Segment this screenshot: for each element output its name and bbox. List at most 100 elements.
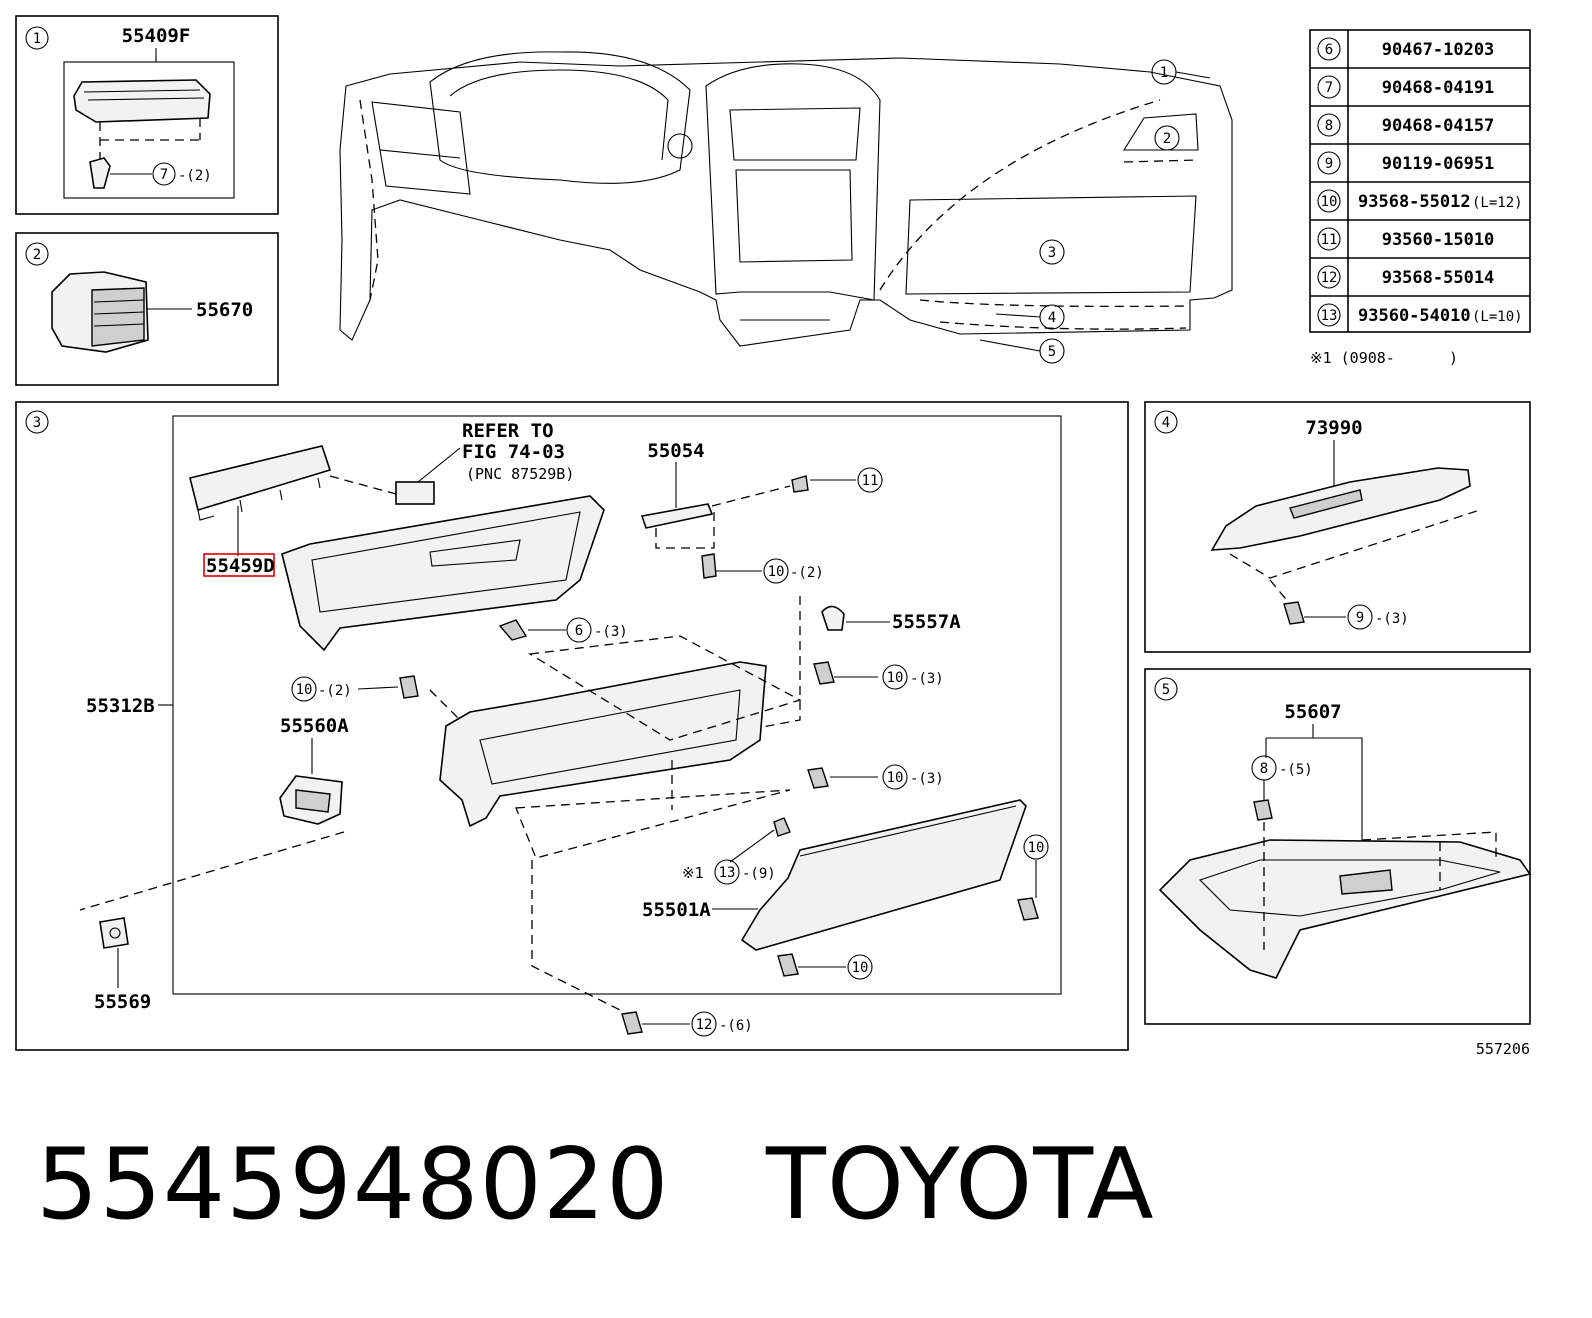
callout-9-qty: -(3)	[1375, 611, 1409, 627]
overview-callout-3: 3	[1048, 245, 1056, 261]
part-number-73990[interactable]: 73990	[1305, 417, 1362, 439]
part-number-55557a[interactable]: 55557A	[892, 611, 961, 633]
overview-callout-2: 2	[1163, 131, 1171, 147]
table-row-part[interactable]: 90119-06951	[1382, 154, 1495, 174]
overview-callout-1: 1	[1160, 65, 1168, 81]
panel-2-index: 2	[33, 247, 41, 263]
callout-10c-number: 10	[296, 682, 313, 698]
callout-6-qty: -(3)	[594, 624, 628, 640]
callout-12-qty: -(6)	[719, 1018, 753, 1034]
trim-image	[1210, 467, 1471, 551]
dashboard-overview: 1 2 3 4 5	[339, 51, 1233, 364]
clip-image	[89, 157, 111, 189]
table-row: 13 93560-54010 (L=10)	[1317, 303, 1523, 327]
table-row: 10 93568-55012 (L=12)	[1317, 189, 1523, 213]
glove-box-upper-image	[281, 495, 605, 652]
table-row-note: (L=12)	[1472, 195, 1523, 211]
label-sticker-image	[395, 481, 435, 505]
table-footnote: ※1 (0908- )	[1310, 349, 1458, 367]
callout-10d-number: 10	[887, 770, 904, 786]
table-row: 6 90467-10203	[1317, 37, 1495, 61]
clip-55569-image	[99, 917, 129, 949]
overview-callout-4: 4	[1048, 310, 1056, 326]
callout-10a-number: 10	[768, 564, 785, 580]
callout-10c-qty: -(2)	[318, 683, 352, 699]
refer-to-line-2: FIG 74-03	[462, 441, 565, 463]
callout-10e-number: 10	[1028, 840, 1045, 856]
table-row: 9 90119-06951	[1317, 151, 1495, 175]
under-cover-image	[1158, 839, 1532, 979]
clip-8-image	[1253, 799, 1273, 821]
part-number-55607[interactable]: 55607	[1284, 701, 1341, 723]
callout-13-prefix: ※1	[682, 864, 704, 882]
callout-11-number: 11	[862, 473, 879, 489]
callout-10d-qty: -(3)	[910, 771, 944, 787]
table-row-note: (L=10)	[1472, 309, 1523, 325]
table-row-part[interactable]: 93560-15010	[1382, 230, 1495, 250]
refer-to-line-1: REFER TO	[462, 420, 554, 442]
table-row-number: 6	[1325, 42, 1333, 58]
part-number-55560a[interactable]: 55560A	[280, 715, 349, 737]
table-row-number: 8	[1325, 118, 1333, 134]
callout-12-number: 12	[696, 1017, 713, 1033]
part-number-55670[interactable]: 55670	[196, 299, 253, 321]
table-row-part[interactable]: 90468-04157	[1382, 116, 1495, 136]
caption-brand: TOYOTA	[765, 1128, 1155, 1242]
callout-8-number: 8	[1260, 761, 1268, 777]
table-row-part[interactable]: 90468-04191	[1382, 78, 1495, 98]
table-row-part[interactable]: 93568-55012	[1358, 192, 1471, 212]
caption: 5545948020 TOYOTA	[36, 1130, 1155, 1240]
figure-number: 557206	[1476, 1040, 1530, 1058]
vent-cover-image	[73, 79, 211, 123]
panel-1: 1 55409F 7 -(2)	[15, 15, 279, 215]
table-row-part[interactable]: 90467-10203	[1382, 40, 1495, 60]
table-row-part[interactable]: 93560-54010	[1358, 306, 1471, 326]
part-number-55409f[interactable]: 55409F	[122, 25, 191, 47]
callout-8-qty: -(5)	[1279, 762, 1313, 778]
callout-13-qty: -(9)	[742, 866, 776, 882]
glove-box-frame-image	[439, 661, 767, 828]
overview-callout-5: 5	[1048, 344, 1056, 360]
callout-10f-number: 10	[852, 960, 869, 976]
table-row: 8 90468-04157	[1317, 113, 1495, 137]
callout-10b-qty: -(3)	[910, 671, 944, 687]
part-number-55569[interactable]: 55569	[94, 991, 151, 1013]
stopper-image	[821, 605, 845, 631]
refer-to-line-3: (PNC 87529B)	[466, 465, 574, 483]
panel-3-index: 3	[33, 415, 41, 431]
callout-9-number: 9	[1356, 610, 1364, 626]
rod-image	[640, 503, 714, 529]
table-row-number: 11	[1321, 232, 1338, 248]
fastener-table: 6 90467-10203 7 90468-04191 8 90468-0415…	[1309, 29, 1531, 367]
panel-5-index: 5	[1162, 682, 1170, 698]
caption-spacer	[670, 1128, 766, 1242]
part-number-55459d[interactable]: 55459D	[206, 555, 275, 577]
table-row-number: 10	[1321, 194, 1338, 210]
table-row: 11 93560-15010	[1317, 227, 1495, 251]
panel-5: 5 55607 8 -(5)	[1144, 668, 1532, 1025]
table-row: 12 93568-55014	[1317, 265, 1495, 289]
callout-7-qty: -(2)	[178, 168, 212, 184]
part-number-55501a[interactable]: 55501A	[642, 899, 711, 921]
strip-image	[189, 445, 332, 512]
panel-1-index: 1	[33, 31, 41, 47]
table-row-number: 7	[1325, 80, 1333, 96]
table-row-part[interactable]: 93568-55014	[1382, 268, 1495, 288]
caption-part-number: 5545948020	[36, 1128, 670, 1242]
table-row-number: 13	[1321, 308, 1338, 324]
callout-7-number: 7	[160, 167, 168, 183]
callout-6-number: 6	[575, 623, 583, 639]
panel-4-index: 4	[1162, 415, 1170, 431]
glove-box-door-image	[740, 799, 1027, 951]
panel-2: 2 55670	[15, 232, 279, 386]
callout-10b-number: 10	[887, 670, 904, 686]
callout-13-number: 13	[719, 865, 736, 881]
panel-3: 3 REFER TO FIG 74-03 (PNC 87529B) 55459D…	[15, 401, 1129, 1051]
table-row: 7 90468-04191	[1317, 75, 1495, 99]
panel-4: 4 73990 9 -(3)	[1144, 401, 1531, 653]
highlight-box	[203, 553, 275, 577]
callout-10a-qty: -(2)	[790, 565, 824, 581]
part-number-55312b[interactable]: 55312B	[86, 695, 155, 717]
part-number-55054[interactable]: 55054	[647, 440, 704, 462]
